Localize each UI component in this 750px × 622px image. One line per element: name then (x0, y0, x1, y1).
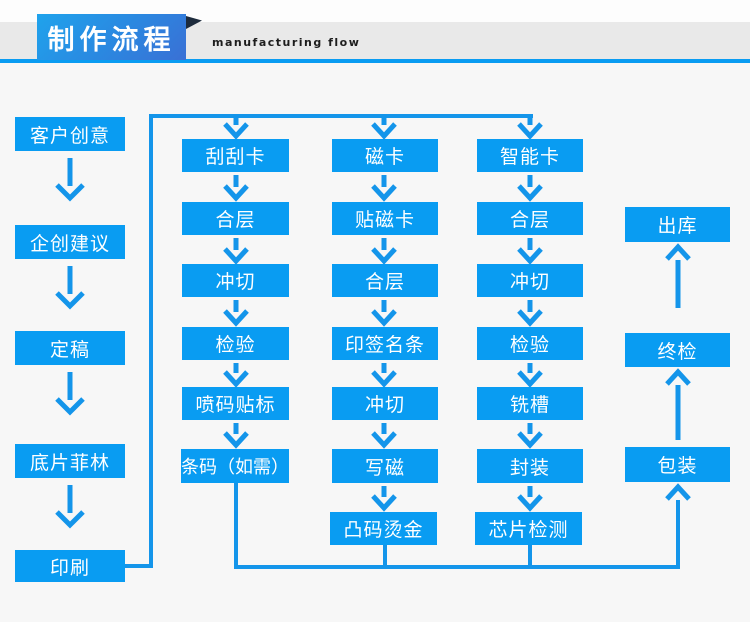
node-apply-stripe: 贴磁卡 (332, 202, 438, 235)
node-printing: 印刷 (15, 550, 125, 582)
node-milling: 铣槽 (477, 387, 583, 420)
node-emboss-foil: 凸码烫金 (330, 512, 437, 545)
node-film: 底片菲林 (15, 444, 125, 478)
node-die-cut-1: 冲切 (182, 264, 289, 297)
node-barcode: 条码（如需） (181, 449, 289, 483)
node-chip-package: 封装 (477, 449, 583, 483)
node-chip-test: 芯片检测 (475, 512, 582, 545)
node-final-draft: 定稿 (15, 331, 125, 365)
node-proposal: 企创建议 (15, 225, 125, 259)
node-magnetic-card: 磁卡 (332, 139, 438, 172)
node-smart-card: 智能卡 (477, 139, 583, 172)
node-laminate-1: 合层 (182, 202, 289, 235)
node-packing: 包装 (625, 447, 730, 482)
node-die-cut-2: 冲切 (332, 387, 438, 420)
header-rule (0, 59, 750, 63)
node-die-cut-3: 冲切 (477, 264, 583, 297)
node-final-inspect: 终检 (625, 333, 730, 367)
node-inspect-1: 检验 (182, 327, 289, 360)
node-scratch-card: 刮刮卡 (182, 139, 289, 172)
node-laminate-2: 合层 (332, 264, 438, 297)
node-inspect-2: 检验 (477, 327, 583, 360)
page-subtitle: manufacturing flow (212, 36, 361, 49)
node-laminate-3: 合层 (477, 202, 583, 235)
page-title: 制作流程 (37, 14, 186, 60)
node-signature-panel: 印签名条 (332, 327, 438, 360)
node-encode-stripe: 写磁 (332, 449, 438, 483)
node-code-label: 喷码贴标 (182, 387, 289, 420)
node-customer-idea: 客户创意 (15, 117, 125, 151)
node-ship-out: 出库 (625, 207, 730, 242)
